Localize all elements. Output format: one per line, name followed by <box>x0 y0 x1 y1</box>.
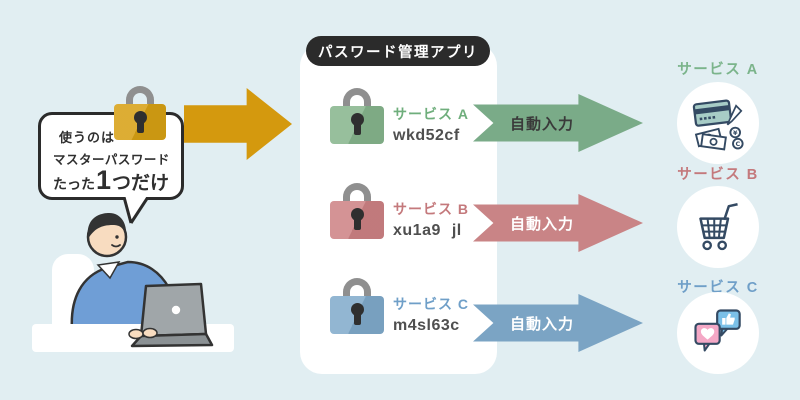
keyhole-icon <box>350 303 364 316</box>
service-a-name: サービス A <box>393 106 469 122</box>
master-to-app-arrow-icon <box>184 88 292 160</box>
hand-right <box>142 327 158 339</box>
service-c-entry: サービス C m4sl63c <box>393 294 493 335</box>
target-service-c-label: サービス C <box>677 280 759 296</box>
master-password-lock-icon <box>114 86 166 140</box>
service-a-entry: サービス A wkd52cf <box>393 104 493 145</box>
panel-title: パスワード管理アプリ <box>318 44 478 61</box>
speech-bubble-tail <box>122 197 150 224</box>
social-reactions-icon <box>694 309 741 352</box>
smile <box>111 244 121 248</box>
person-at-laptop-illustration <box>32 213 234 352</box>
keyhole-icon <box>350 113 364 126</box>
svg-text:C: C <box>735 140 740 148</box>
hand-left <box>128 328 144 340</box>
speech-line-3-rest: つだけ <box>112 173 170 194</box>
target-service-a-circle: ¥ C <box>677 82 759 164</box>
service-c-lock-icon <box>330 278 384 334</box>
lock-shackle <box>126 86 154 110</box>
speech-line-1: 使うのは <box>59 130 116 145</box>
autofill-arrow-a: 自動入力 <box>473 94 643 152</box>
keyhole-icon <box>133 111 147 124</box>
speech-line-3-big-number: 1 <box>96 165 112 195</box>
autofill-label-b: 自動入力 <box>509 215 574 233</box>
eye <box>115 235 119 239</box>
autofill-arrow-b: 自動入力 <box>473 194 643 252</box>
service-b-name: サービス B <box>393 201 469 217</box>
panel-title-pill: パスワード管理アプリ <box>306 36 490 66</box>
service-c-password: m4sl63c <box>393 317 460 334</box>
keyhole-icon <box>350 208 364 221</box>
target-service-b-circle <box>677 186 759 268</box>
payment-money-icon: ¥ C <box>692 99 744 151</box>
service-a-password: wkd52cf <box>393 127 460 144</box>
target-service-c-circle <box>677 292 759 374</box>
autofill-label-a: 自動入力 <box>509 115 574 133</box>
speech-line-3-small: たった <box>53 176 95 192</box>
service-c-name: サービス C <box>393 296 469 312</box>
collar <box>96 261 121 280</box>
speech-line-3: たった 1 つだけ <box>53 165 169 196</box>
autofill-label-c: 自動入力 <box>509 315 574 333</box>
autofill-arrow-c: 自動入力 <box>473 294 643 352</box>
svg-text:¥: ¥ <box>733 129 738 137</box>
hair <box>87 213 127 239</box>
service-b-password: xu1a9 jl <box>393 222 462 239</box>
speech-line-2: マスターパスワード <box>53 153 170 167</box>
target-service-a-label: サービス A <box>677 62 759 78</box>
target-service-b-label: サービス B <box>677 167 759 183</box>
shopping-cart-icon <box>699 203 738 251</box>
laptop-logo-dot <box>171 305 181 315</box>
service-a-lock-icon <box>330 88 384 144</box>
service-b-lock-icon <box>330 183 384 239</box>
service-b-entry: サービス B xu1a9 jl <box>393 199 493 240</box>
lock-body <box>114 104 166 140</box>
